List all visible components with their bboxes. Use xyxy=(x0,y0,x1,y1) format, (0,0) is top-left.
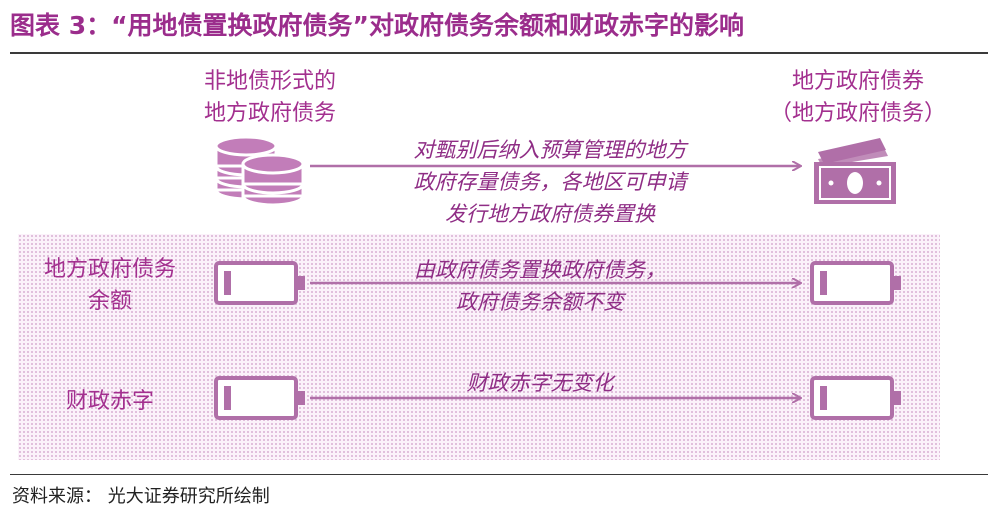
bottom-rule xyxy=(10,474,988,475)
row-deficit-label: 财政赤字 xyxy=(20,386,200,418)
top-arrow-text-line-2: 政府存量债务，各地区可申请 xyxy=(413,170,687,194)
source-note: 资料来源： 光大证券研究所绘制 xyxy=(12,486,270,507)
top-left-label-line-1: 非地债形式的 xyxy=(203,69,336,94)
top-left-label-line-2: 地方政府债务 xyxy=(203,101,336,126)
row-debt-balance-arrow-text-line-2: 政府债务余额不变 xyxy=(456,290,624,314)
top-arrow-text-line-1: 对甄别后纳入预算管理的地方 xyxy=(413,138,687,162)
top-rule xyxy=(10,52,988,54)
row-debt-balance-arrow-text-line-1: 由政府债务置换政府债务， xyxy=(414,258,666,282)
row-debt-balance-arrow-text: 由政府债务置换政府债务， 政府债务余额不变 xyxy=(340,254,740,318)
dotted-panel xyxy=(18,234,940,460)
row-debt-balance-label: 地方政府债务 余额 xyxy=(20,254,200,318)
top-arrow-text-line-3: 发行地方政府债券置换 xyxy=(445,202,655,226)
row-deficit-arrow-text-line-1: 财政赤字无变化 xyxy=(466,371,614,395)
top-right-label: 地方政府债券 （地方政府债务） xyxy=(748,66,968,130)
row-deficit-arrow-text: 财政赤字无变化 xyxy=(340,367,740,399)
battery-icon xyxy=(214,376,305,420)
row-deficit-label-line-1: 财政赤字 xyxy=(65,389,154,414)
coins-icon xyxy=(214,135,305,207)
figure-title: 图表 3：“用地债置换政府债务”对政府债务余额和财政赤字的影响 xyxy=(10,11,744,40)
battery-icon xyxy=(810,376,901,420)
top-left-label: 非地债形式的 地方政府债务 xyxy=(160,66,380,130)
row-debt-balance-label-line-1: 地方政府债务 xyxy=(43,257,176,282)
battery-icon xyxy=(810,261,901,305)
battery-icon xyxy=(214,261,305,305)
banknote-icon xyxy=(814,138,896,204)
top-right-label-line-1: 地方政府债券 xyxy=(791,69,924,94)
row-debt-balance-label-line-2: 余额 xyxy=(87,289,132,314)
top-arrow-text: 对甄别后纳入预算管理的地方 政府存量债务，各地区可申请 发行地方政府债券置换 xyxy=(330,134,770,230)
top-right-label-line-2: （地方政府债务） xyxy=(769,101,946,126)
